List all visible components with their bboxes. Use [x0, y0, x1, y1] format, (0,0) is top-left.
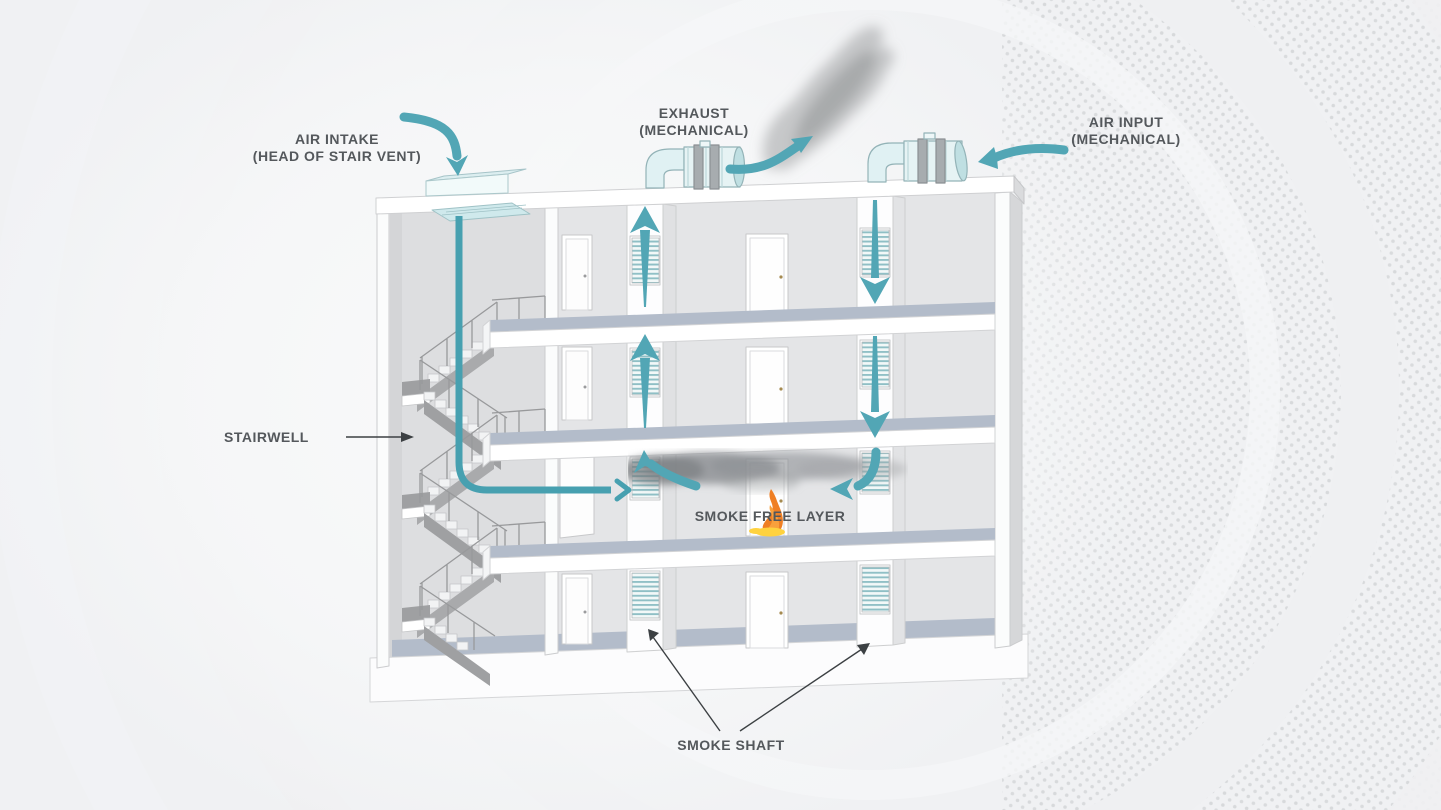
label-exhaust-line1: EXHAUST	[658, 105, 730, 121]
mid-landing	[402, 492, 430, 509]
left-outer-wall	[376, 210, 390, 669]
right-outer-wall	[994, 191, 1011, 649]
tapered-arrow-up-icon	[630, 206, 660, 307]
slab	[482, 302, 996, 355]
building-section	[369, 132, 1029, 703]
label-smoke-free-layer-line1: SMOKE FREE LAYER	[694, 508, 846, 524]
stairwell-door	[561, 573, 593, 645]
mid-landing	[402, 379, 430, 396]
stairwell-door	[561, 234, 593, 311]
stairwell-duct-line	[455, 216, 611, 494]
air-input-fan-duct-icon	[867, 132, 968, 184]
label-exhaust: EXHAUST (MECHANICAL)	[594, 105, 794, 138]
tapered-arrow-down-icon	[860, 200, 890, 304]
roof	[375, 132, 1025, 222]
grille	[859, 564, 891, 615]
label-smoke-shaft: SMOKE SHAFT	[631, 737, 831, 754]
label-stairwell-line1: STAIRWELL	[224, 429, 309, 445]
stairwell-door	[561, 346, 593, 421]
floor-slabs	[482, 302, 996, 581]
slab	[482, 528, 996, 581]
curved-arrow-icon	[725, 136, 813, 174]
curved-arrow-icon	[634, 450, 701, 491]
grille	[629, 570, 661, 621]
roof-vent-icon	[425, 168, 527, 197]
corridor-door	[745, 346, 789, 425]
exhaust-fan-duct-icon	[645, 140, 746, 190]
airflow	[399, 112, 1069, 502]
label-air-input-line2: (MECHANICAL)	[1071, 130, 1181, 147]
stairwell-door-open	[559, 451, 595, 539]
label-exhaust-line2: (MECHANICAL)	[639, 121, 749, 138]
label-air-intake-line1: AIR INTAKE	[294, 131, 380, 147]
label-smoke-free-layer: SMOKE FREE LAYER	[650, 508, 890, 525]
stair-story	[401, 521, 546, 686]
label-pointer-arrow-icon	[346, 432, 414, 442]
curved-arrow-icon	[830, 447, 881, 500]
stairwell-stairs	[401, 295, 546, 686]
label-smoke-shaft-line1: SMOKE SHAFT	[677, 737, 785, 753]
smoke-plume	[762, 26, 895, 170]
label-air-intake-line2: (HEAD OF STAIR VENT)	[252, 147, 422, 164]
right-wall-side-face	[1009, 191, 1023, 647]
curved-arrow-icon	[399, 112, 468, 176]
label-stairwell: STAIRWELL	[224, 429, 309, 446]
label-pointer-arrow-icon	[648, 629, 721, 732]
railing	[419, 521, 546, 650]
stair-story	[401, 408, 546, 583]
curved-arrow-icon	[978, 143, 1069, 169]
label-pointer-arrow-icon	[739, 643, 870, 732]
corridor-door	[745, 233, 789, 313]
mid-landing	[402, 605, 430, 622]
tapered-arrow-up-icon	[630, 334, 660, 428]
label-air-intake: AIR INTAKE (HEAD OF STAIR VENT)	[217, 131, 457, 164]
chevron-right-icon	[614, 478, 632, 502]
tapered-arrow-down-icon	[860, 336, 890, 438]
corridor-door	[745, 571, 789, 649]
flame-icon	[749, 489, 785, 537]
label-air-input-line1: AIR INPUT	[1088, 114, 1164, 130]
label-air-input: AIR INPUT (MECHANICAL)	[1026, 114, 1226, 147]
label-pointers	[346, 432, 870, 732]
